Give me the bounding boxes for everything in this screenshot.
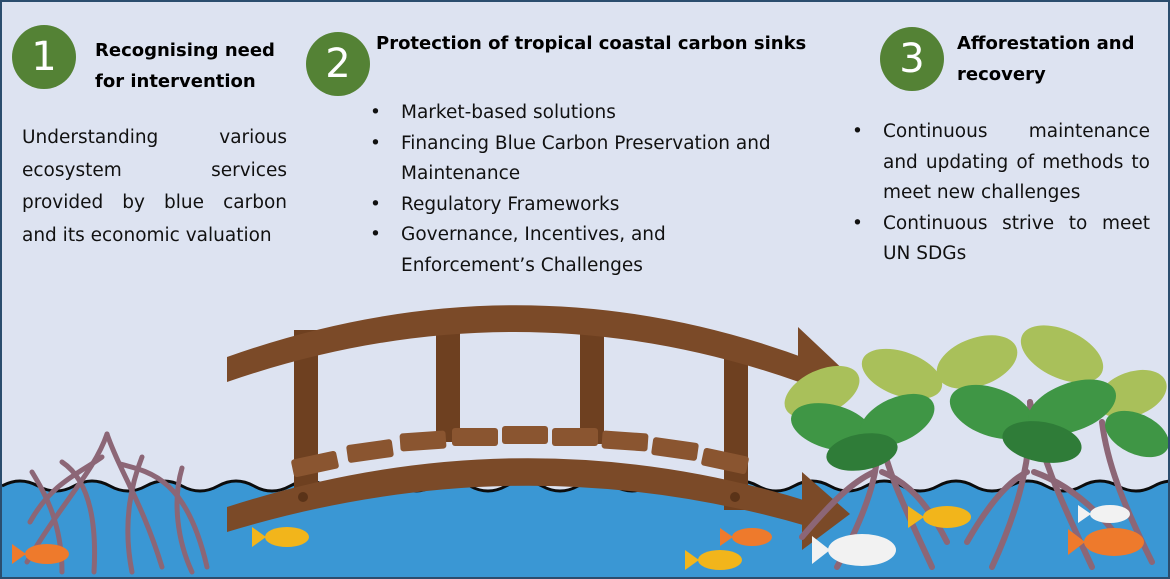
step-2-bullet-list: Market-based solutions Financing Blue Ca… xyxy=(368,98,788,281)
fish-orange-left xyxy=(12,544,69,564)
fish-yellow-left xyxy=(252,527,309,547)
left-mangrove-roots xyxy=(24,431,210,575)
fish-group xyxy=(12,505,1144,570)
step-2-bullet: Financing Blue Carbon Preservation and M… xyxy=(368,129,788,190)
step-1-description: Understanding various ecosystem services… xyxy=(22,127,287,246)
fish-white-large xyxy=(812,534,896,566)
fish-yellow-right xyxy=(908,506,971,528)
fish-yellow-mid xyxy=(685,550,742,570)
step-3-bullet: Continuous strive to meet UN SDGs xyxy=(850,209,1150,270)
step-3-bullet: Continuous maintenance and updating of m… xyxy=(850,117,1150,209)
step-2-bullet: Market-based solutions xyxy=(368,98,788,129)
step-3-number-circle: 3 xyxy=(880,27,944,91)
fish-orange-right xyxy=(1068,528,1144,556)
bridge xyxy=(227,305,850,550)
step-2-bullet: Governance, Incentives, and Enforcement’… xyxy=(368,220,788,281)
step-2-title: Protection of tropical coastal carbon si… xyxy=(376,33,807,54)
step-2-number-circle: 2 xyxy=(306,32,370,96)
step-1-title: Recognising need for intervention xyxy=(95,40,275,92)
step-2-bullet: Regulatory Frameworks xyxy=(368,190,788,221)
fish-orange-mid xyxy=(720,528,772,546)
right-mangrove-trees xyxy=(784,325,1168,570)
step-3-title: Afforestation and recovery xyxy=(957,33,1135,85)
fish-white-small xyxy=(1078,505,1130,523)
step-1-number-circle: 1 xyxy=(12,25,76,89)
step-3-bullet-list: Continuous maintenance and updating of m… xyxy=(850,117,1150,270)
